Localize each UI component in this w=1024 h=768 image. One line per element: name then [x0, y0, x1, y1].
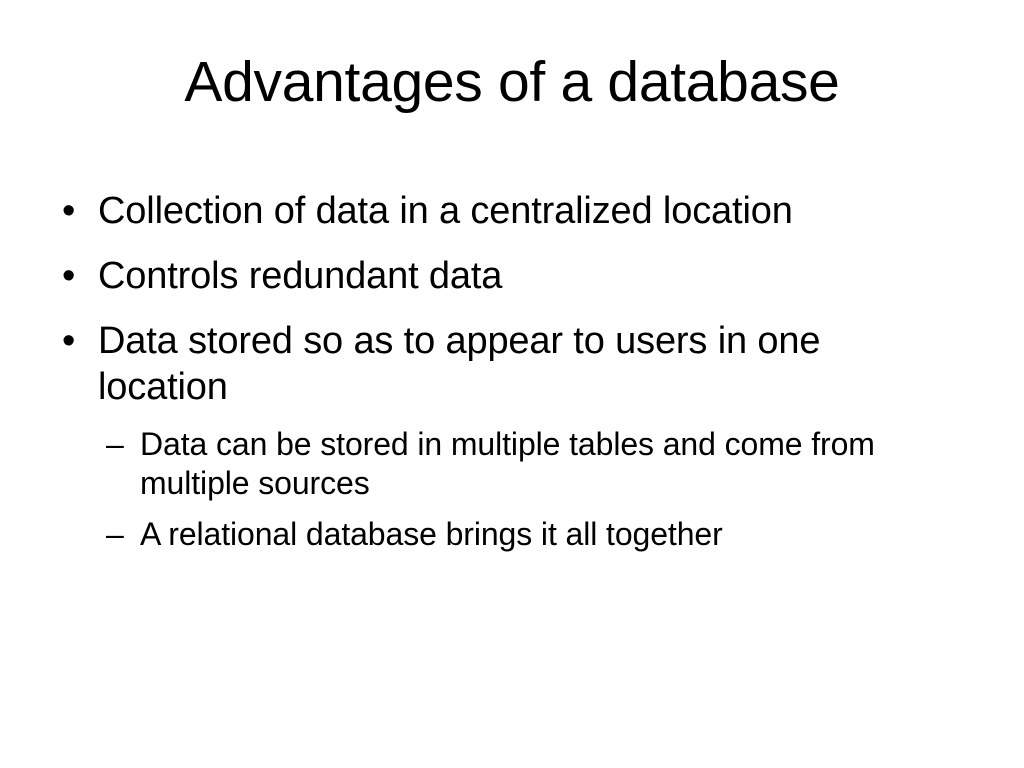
bullet-text: Controls redundant data [98, 255, 503, 298]
bullet-marker-icon: • [62, 320, 76, 363]
bullet-list: • Collection of data in a centralized lo… [56, 188, 968, 555]
bullet-marker-icon: • [62, 255, 76, 298]
dash-marker-icon: – [106, 425, 124, 462]
bullet-item-1: • Collection of data in a centralized lo… [56, 188, 968, 234]
sub-bullet-text: Data can be stored in multiple tables an… [140, 425, 875, 501]
bullet-marker-icon: • [62, 190, 76, 232]
bullet-text: Data stored so as to appear to users in … [98, 320, 821, 409]
dash-marker-icon: – [106, 516, 124, 553]
sub-bullet-item-2: – A relational database brings it all to… [98, 515, 968, 554]
slide-title: Advantages of a database [184, 50, 840, 114]
slide-body: • Collection of data in a centralized lo… [56, 188, 968, 574]
sub-bullet-text: A relational database brings it all toge… [140, 516, 723, 553]
sub-bullet-list: – Data can be stored in multiple tables … [98, 425, 968, 555]
bullet-item-2: • Controls redundant data [56, 253, 968, 299]
bullet-text: Collection of data in a centralized loca… [98, 190, 793, 232]
bullet-item-3: • Data stored so as to appear to users i… [56, 318, 968, 554]
sub-bullet-item-1: – Data can be stored in multiple tables … [98, 425, 968, 504]
